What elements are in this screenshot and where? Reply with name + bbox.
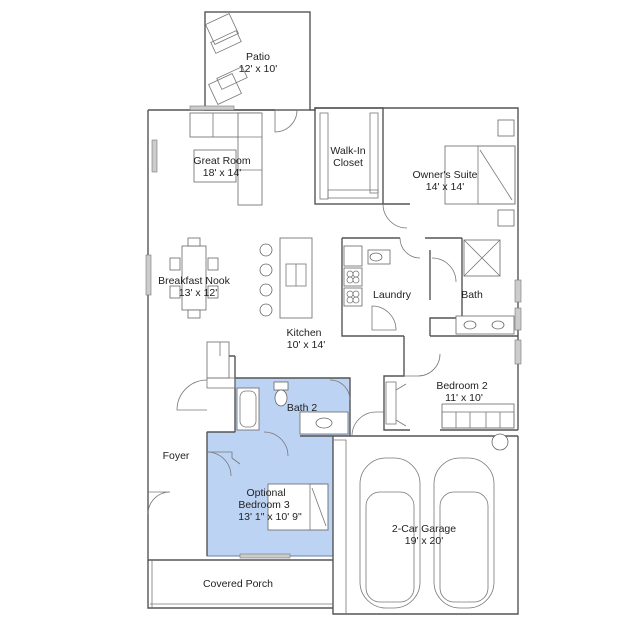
bath-label: Bath — [461, 289, 483, 301]
kitchen-label: Kitchen — [286, 327, 321, 339]
covered-porch-label: Covered Porch — [203, 578, 273, 590]
owners-bed — [444, 119, 516, 227]
owners-bath-fixtures — [431, 239, 515, 335]
interior-walls — [206, 237, 518, 556]
bath2-fixtures — [236, 379, 351, 457]
sectional-sofa — [189, 112, 263, 206]
owners-suite-label: Owner's Suite — [412, 169, 477, 181]
nook-table — [169, 237, 219, 319]
kitchen-dims: 10' x 14' — [287, 339, 325, 351]
bedroom2-label: Bedroom 2 — [436, 380, 488, 392]
breakfast-nook-label: Breakfast Nook — [158, 275, 231, 287]
owners-suite-dims: 14' x 14' — [426, 181, 464, 193]
bath2-label: Bath 2 — [287, 402, 318, 414]
walk-in-label: Walk-In — [330, 145, 365, 157]
laundry-door — [371, 305, 397, 331]
bedroom3-bed — [267, 483, 329, 531]
kitchen-counters — [206, 341, 236, 389]
closet-label: Closet — [333, 157, 363, 169]
room-labels: Patio 12' x 10' Great Room 18' x 14' Wal… — [158, 51, 488, 590]
kitchen-island — [259, 237, 313, 319]
patio-door — [274, 109, 298, 133]
great-room-label: Great Room — [193, 155, 250, 167]
walk-in-closet — [314, 107, 410, 229]
bedroom3-dims: 13' 1" x 10' 9" — [238, 511, 302, 523]
breakfast-nook-dims: 13' x 12' — [179, 287, 217, 299]
bedroom2-dims: 11' x 10' — [445, 392, 483, 404]
laundry-label: Laundry — [373, 289, 412, 301]
bedroom3-label: Bedroom 3 — [238, 499, 290, 511]
bedroom2-fixtures — [385, 353, 515, 451]
windows — [145, 105, 522, 559]
patio-label: Patio — [246, 51, 270, 63]
garage-cars — [333, 411, 495, 614]
bedroom3-optional-label: Optional — [246, 487, 285, 499]
washer-dryer — [343, 245, 391, 307]
garage-label: 2-Car Garage — [392, 523, 456, 535]
great-room-dims: 18' x 14' — [203, 167, 241, 179]
garage-dims: 19' x 20' — [405, 535, 443, 547]
foyer-label: Foyer — [163, 450, 190, 462]
patio-dims: 12' x 10' — [239, 63, 277, 75]
foyer-doors — [147, 379, 241, 515]
